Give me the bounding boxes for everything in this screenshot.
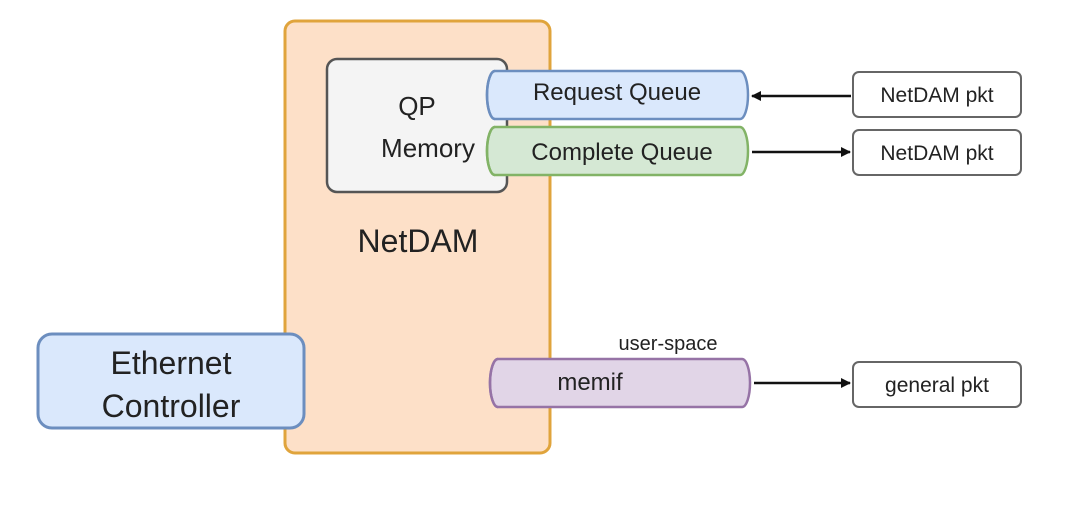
request-queue: Request Queue [485, 69, 750, 121]
complete-pkt-label: NetDAM pkt [880, 142, 993, 165]
memif-queue: memif [488, 357, 752, 409]
qp-memory-block [325, 57, 509, 194]
request-queue-label: Request Queue [533, 79, 701, 106]
qp-memory-label-line1: QP [398, 91, 436, 121]
complete-queue-label: Complete Queue [531, 139, 712, 166]
netdam-label: NetDAM [358, 223, 479, 259]
memif-label: memif [557, 369, 623, 396]
ethernet-controller-label-line1: Ethernet [111, 345, 232, 381]
qp-memory-label-line2: Memory [381, 133, 475, 163]
ethernet-controller-block [36, 332, 306, 430]
general-pkt-label: general pkt [885, 374, 989, 397]
request-pkt-label: NetDAM pkt [880, 84, 993, 107]
complete-pkt-box [852, 129, 1022, 176]
ethernet-controller-label-line2: Controller [102, 388, 241, 424]
user-space-caption: user-space [619, 333, 718, 355]
general-pkt-box [852, 361, 1022, 408]
request-pkt-box [852, 71, 1022, 118]
complete-queue: Complete Queue [485, 125, 750, 177]
